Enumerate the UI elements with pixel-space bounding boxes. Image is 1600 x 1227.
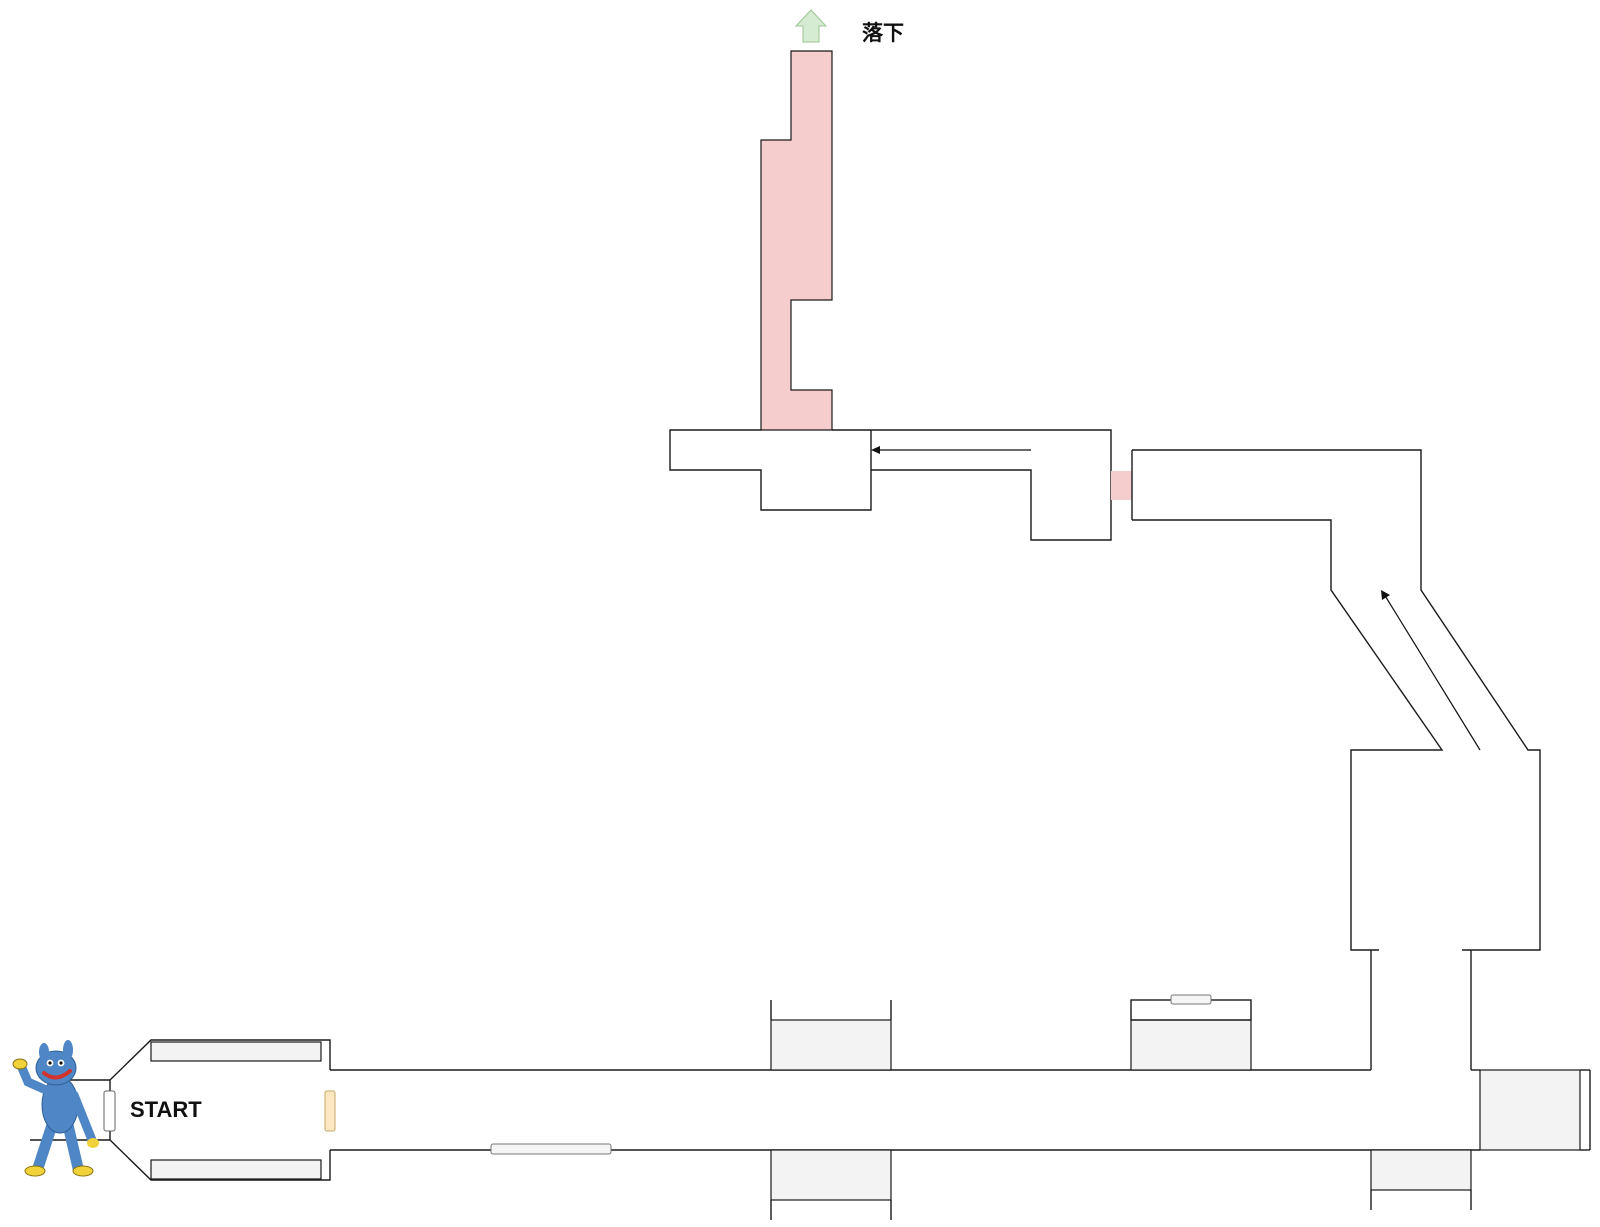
falling-shaft-hazard bbox=[760, 50, 833, 431]
up-arrow-icon bbox=[794, 9, 828, 43]
connector-hazard bbox=[1111, 471, 1132, 500]
fall-label: 落下 bbox=[862, 21, 904, 45]
side-room-bottom-2 bbox=[1370, 1149, 1472, 1210]
floor-vent bbox=[490, 1143, 612, 1155]
huggy-wuggy-character-icon bbox=[12, 1040, 99, 1177]
start-room-door-left[interactable] bbox=[103, 1090, 116, 1132]
direction-arrow-icon bbox=[1381, 590, 1481, 751]
start-room-bench-top bbox=[150, 1041, 322, 1062]
vent-cover bbox=[1170, 994, 1212, 1005]
start-label: START bbox=[130, 1097, 202, 1122]
right-corridor-inner-wall bbox=[1132, 519, 1444, 951]
right-corridor-outer-wall bbox=[1132, 449, 1541, 951]
start-room-door-right-key[interactable] bbox=[324, 1090, 336, 1132]
start-room-bench-bottom bbox=[150, 1159, 322, 1180]
side-room-top-2 bbox=[1130, 994, 1252, 1071]
direction-arrow-icon bbox=[871, 446, 1031, 454]
side-room-bottom-1 bbox=[770, 1149, 892, 1220]
end-room bbox=[1479, 1069, 1591, 1151]
side-room-top-1 bbox=[770, 1000, 892, 1071]
upper-corridor-wall-top bbox=[669, 429, 1112, 541]
